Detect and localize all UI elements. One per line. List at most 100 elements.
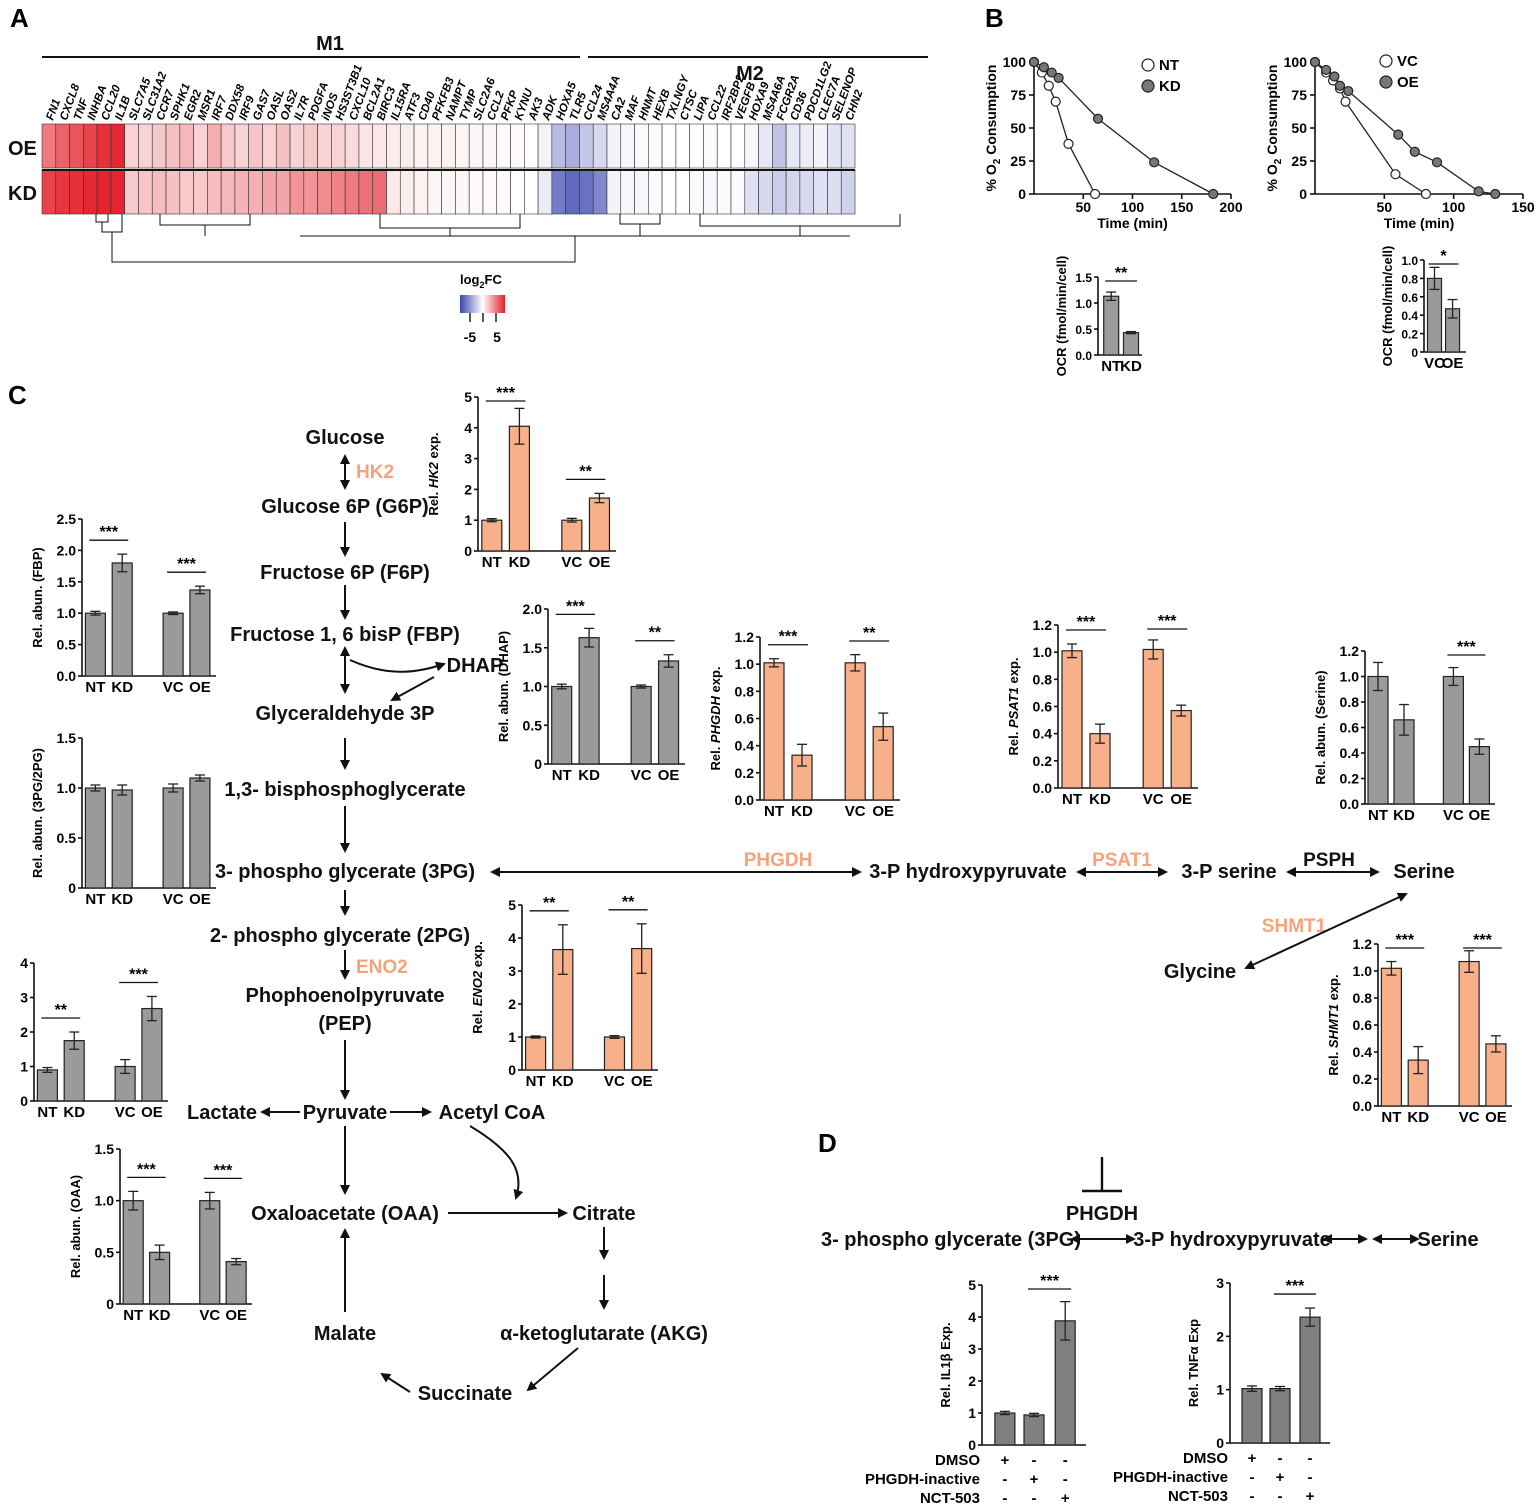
y-tick: 1.5 xyxy=(57,574,77,590)
y-tick: 0.5 xyxy=(57,637,77,653)
significance-marker: *** xyxy=(1395,932,1414,949)
category-label: NT xyxy=(85,891,105,908)
y-tick: 0.8 xyxy=(1033,671,1053,687)
y-tick: 1.0 xyxy=(57,605,77,621)
heatmap-cell-kd xyxy=(634,169,649,215)
category-label: VC xyxy=(631,767,652,784)
category-label: VC xyxy=(115,1104,136,1121)
bar xyxy=(481,519,503,552)
bar xyxy=(1458,960,1480,1107)
bar xyxy=(1468,746,1491,805)
y-tick: 0.5 xyxy=(95,1244,115,1260)
bar xyxy=(1023,1414,1045,1446)
y-tick: 0.0 xyxy=(57,668,77,684)
y-axis-label: Rel. HK2 exp. xyxy=(426,432,441,515)
bar xyxy=(551,685,573,765)
data-point xyxy=(1409,146,1420,157)
heatmap-cell-kd xyxy=(510,169,525,215)
y-tick: 1 xyxy=(508,1029,516,1045)
y-tick: 100 xyxy=(1003,54,1027,70)
bar xyxy=(189,589,211,677)
y-tick: 4 xyxy=(968,1309,976,1325)
significance-marker: ** xyxy=(649,625,662,642)
treatment-label: DMSO xyxy=(1183,1450,1228,1467)
y-tick: 0 xyxy=(1299,186,1307,202)
y-tick: 0.6 xyxy=(1401,291,1418,305)
heatmap-cell-oe xyxy=(331,123,346,169)
heatmap-cell-oe xyxy=(827,123,842,169)
y-tick: 0.2 xyxy=(1401,328,1418,342)
heatmap-cell-oe xyxy=(110,123,125,169)
y-axis-label: Rel. TNFα Exp xyxy=(1186,1319,1201,1407)
data-point xyxy=(1043,80,1054,91)
series-line xyxy=(1033,61,1096,195)
y-tick: 1 xyxy=(968,1405,976,1421)
metabolite-pep-line2: (PEP) xyxy=(318,1013,371,1035)
y-tick: 2 xyxy=(508,996,516,1012)
y-tick: 75 xyxy=(1010,87,1026,103)
category-label: KD xyxy=(111,679,133,696)
heatmap-cell-oe xyxy=(248,123,263,169)
heatmap-cell-oe xyxy=(207,123,222,169)
bar xyxy=(225,1261,247,1305)
y-tick: 1.2 xyxy=(1033,617,1053,633)
heatmap-cell-oe xyxy=(648,123,663,169)
heatmap-cell-oe xyxy=(220,123,236,169)
y-tick: 1.0 xyxy=(57,780,77,796)
category-label: VC xyxy=(1424,355,1445,372)
heatmap-cell-oe xyxy=(262,123,277,169)
heatmap-cell-oe xyxy=(289,123,305,169)
y-tick: 0.2 xyxy=(1033,753,1053,769)
heatmap-cell-kd xyxy=(344,169,360,215)
y-tick: 1.0 xyxy=(735,656,755,672)
heatmap-cell-kd xyxy=(179,169,194,215)
heatmap-cell-oe xyxy=(592,123,608,169)
heatmap-cell-kd xyxy=(537,169,553,215)
metabolite-glycine: Glycine xyxy=(1164,961,1236,983)
significance-marker: *** xyxy=(1040,1273,1059,1290)
heatmap-cell-kd xyxy=(661,169,677,215)
y-tick: 1.0 xyxy=(1401,254,1418,268)
metabolite-g6p: Glucose 6P (G6P) xyxy=(261,496,428,518)
y-axis-label: Rel. ENO2 exp. xyxy=(470,941,485,1034)
panel-label-b: B xyxy=(985,3,1004,33)
heatmap-cell-kd xyxy=(317,169,332,215)
data-point xyxy=(1334,80,1346,91)
heatmap-cell-kd xyxy=(331,169,346,215)
heatmap-cell-oe xyxy=(703,123,718,169)
data-point xyxy=(1393,129,1404,140)
y-tick: 0.8 xyxy=(1340,694,1360,710)
heatmap-cell-oe xyxy=(275,123,291,169)
treatment-sign: - xyxy=(1278,1488,1283,1505)
significance-marker: *** xyxy=(496,385,515,402)
metabolite-succinate: Succinate xyxy=(418,1383,512,1405)
data-point xyxy=(1320,64,1332,76)
heatmap-cell-oe xyxy=(179,123,194,169)
y-tick: 25 xyxy=(1291,153,1307,169)
significance-marker: *** xyxy=(177,556,196,573)
bar xyxy=(603,1036,626,1071)
bar xyxy=(630,685,652,765)
metabolite-g3p: Glyceraldehyde 3P xyxy=(256,703,435,725)
heatmap-cell-kd xyxy=(289,169,305,215)
y-axis-label: Rel. PHGDH exp. xyxy=(708,666,723,770)
legend-marker xyxy=(1379,75,1393,89)
significance-marker: *** xyxy=(1158,613,1177,630)
bar xyxy=(1122,332,1140,356)
treatment-sign: - xyxy=(1032,1452,1037,1469)
category-label: NT xyxy=(123,1307,143,1324)
significance-marker: *** xyxy=(137,1161,156,1178)
bar xyxy=(162,787,184,889)
data-point xyxy=(1050,96,1061,107)
legend-label: KD xyxy=(1159,78,1181,95)
data-point xyxy=(1390,169,1401,180)
panel-d-serine: Serine xyxy=(1417,1229,1478,1251)
heatmap-cell-kd xyxy=(41,169,57,215)
heatmap-cell-oe xyxy=(620,123,635,169)
enzyme-psat1: PSAT1 xyxy=(1092,850,1152,871)
metabolite-akg: α-ketoglutarate (AKG) xyxy=(500,1323,708,1345)
y-axis-label: Rel. abun. (FBP) xyxy=(30,547,45,647)
